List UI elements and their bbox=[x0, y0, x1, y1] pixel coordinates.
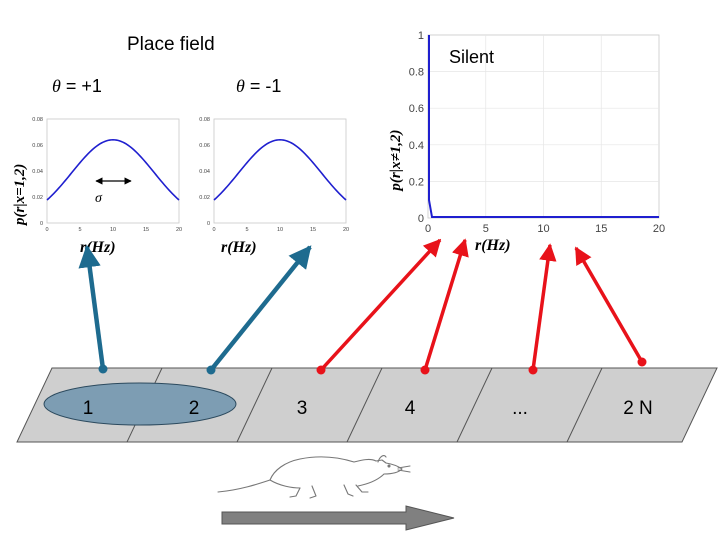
plot-2-xtick-4: 20 bbox=[343, 227, 349, 233]
theta-minus-value: = -1 bbox=[245, 76, 282, 96]
plot-1-xtick-0: 0 bbox=[45, 227, 48, 233]
plot-2-xtick-2: 10 bbox=[277, 227, 283, 233]
plot-3-ytick-2: 0.6 bbox=[409, 103, 424, 115]
plot-3-ylabel: p(r|x≠1,2) bbox=[388, 129, 404, 192]
theta-minus-symbol: θ bbox=[236, 76, 245, 96]
plot-2-xtick-0: 0 bbox=[212, 227, 215, 233]
place-arrow-1-origin bbox=[98, 364, 108, 374]
plot-1-xtick-3: 15 bbox=[143, 227, 149, 233]
plot-2-xlabel: r(Hz) bbox=[221, 239, 257, 256]
plot-2-gaussian-curve bbox=[213, 138, 347, 201]
plot-3: p(r|x≠1,2) 1 0.8 0.6 0.4 0.2 0 0 5 10 15 20 Silen… bbox=[388, 30, 665, 254]
place-field-ellipse bbox=[43, 382, 237, 426]
direction-arrow-icon bbox=[221, 505, 455, 531]
theta-plus-value: = +1 bbox=[61, 76, 102, 96]
plot-2-xtick-3: 15 bbox=[310, 227, 316, 233]
plot-3-xtick-0: 0 bbox=[425, 223, 431, 235]
track: 1 2 3 4 ... 2 N bbox=[16, 367, 718, 443]
plot-1-xtick-1: 5 bbox=[78, 227, 81, 233]
plot-1-ytick-3: 0.02 bbox=[32, 195, 43, 201]
plot-1-xtick-2: 10 bbox=[110, 227, 116, 233]
plot-2-ytick-3: 0.02 bbox=[199, 195, 210, 201]
track-cell-5: ... bbox=[512, 398, 528, 419]
silent-arrow-3-origin bbox=[316, 365, 326, 375]
silent-arrow-5-origin bbox=[528, 365, 538, 375]
plot-2-ytick-4: 0 bbox=[207, 221, 210, 227]
plot-3-xlabel: r(Hz) bbox=[475, 237, 511, 254]
plot-2-ytick-2: 0.04 bbox=[199, 169, 210, 175]
plot-1-xtick-4: 20 bbox=[176, 227, 182, 233]
plot-3-ytick-3: 0.4 bbox=[409, 140, 424, 152]
track-cell-4: 4 bbox=[405, 398, 416, 419]
plot-3-xtick-4: 20 bbox=[653, 223, 665, 235]
track-cell-6: 2 N bbox=[623, 398, 653, 419]
plot-1-frame bbox=[46, 118, 180, 224]
track-divider-3 bbox=[346, 367, 383, 443]
place-field-title: Place field bbox=[127, 34, 215, 55]
track-divider-5 bbox=[566, 367, 603, 443]
plot-1-gaussian-curve bbox=[46, 138, 180, 201]
silent-arrow-2n-origin bbox=[637, 357, 647, 367]
place-arrow-2-origin bbox=[206, 365, 216, 375]
silent-arrow-4 bbox=[423, 238, 469, 371]
plot-3-xtick-2: 10 bbox=[537, 223, 549, 235]
silent-arrow-3 bbox=[319, 238, 442, 372]
track-cell-3: 3 bbox=[297, 398, 308, 419]
plot-3-grid bbox=[428, 35, 659, 218]
plot-2-ytick-0: 0.08 bbox=[199, 117, 210, 123]
place-arrow-2 bbox=[209, 245, 312, 372]
theta-plus-label: θ = +1 bbox=[52, 76, 102, 96]
plot-3-ytick-5: 0 bbox=[418, 213, 424, 225]
plot-1-xticks: 0 5 10 15 20 bbox=[45, 227, 182, 233]
silent-arrow-4-origin bbox=[420, 365, 430, 375]
plot-2-frame bbox=[213, 118, 347, 224]
silent-title: Silent bbox=[449, 47, 494, 67]
plot-3-ytick-0: 1 bbox=[418, 30, 424, 42]
plot-1-ytick-0: 0.08 bbox=[32, 117, 43, 123]
plot-3-ytick-1: 0.8 bbox=[409, 67, 424, 79]
theta-plus-symbol: θ bbox=[52, 76, 61, 96]
silent-arrow-2n bbox=[574, 246, 644, 363]
plot-3-yticks: 1 0.8 0.6 0.4 0.2 0 bbox=[409, 30, 424, 225]
track-cell-1: 1 bbox=[83, 398, 94, 419]
plot-1-ytick-1: 0.06 bbox=[32, 143, 43, 149]
track-cell-2: 2 bbox=[189, 398, 200, 419]
theta-minus-label: θ = -1 bbox=[236, 76, 281, 96]
plot-1-ytick-2: 0.04 bbox=[32, 169, 43, 175]
plot-1-ytick-4: 0 bbox=[40, 221, 43, 227]
plot-3-xtick-3: 15 bbox=[595, 223, 607, 235]
plot-2-xticks: 0 5 10 15 20 bbox=[212, 227, 349, 233]
rat-icon bbox=[217, 455, 411, 499]
plot-1-ylabel: p(r|x=1,2) bbox=[12, 164, 28, 227]
plot-3-ytick-4: 0.2 bbox=[409, 176, 424, 188]
plot-3-silent-curve bbox=[428, 35, 659, 218]
plot-3-xticks: 0 5 10 15 20 bbox=[425, 223, 665, 235]
plot-2-ytick-1: 0.06 bbox=[199, 143, 210, 149]
plot-3-xtick-1: 5 bbox=[483, 223, 489, 235]
plot-1-yticks: 0.08 0.06 0.04 0.02 0 bbox=[32, 117, 43, 227]
place-field-arrows bbox=[78, 244, 312, 375]
track-divider-4 bbox=[456, 367, 493, 443]
track-divider-2 bbox=[236, 367, 273, 443]
plot-2-xtick-1: 5 bbox=[245, 227, 248, 233]
silent-arrows bbox=[316, 238, 647, 375]
plot-2: 0.08 0.06 0.04 0.02 0 0 5 10 15 20 r(Hz) bbox=[199, 117, 349, 256]
plot-2-yticks: 0.08 0.06 0.04 0.02 0 bbox=[199, 117, 210, 227]
silent-arrow-5 bbox=[531, 243, 557, 371]
sigma-label: σ bbox=[95, 191, 103, 206]
place-arrow-1 bbox=[78, 244, 106, 370]
